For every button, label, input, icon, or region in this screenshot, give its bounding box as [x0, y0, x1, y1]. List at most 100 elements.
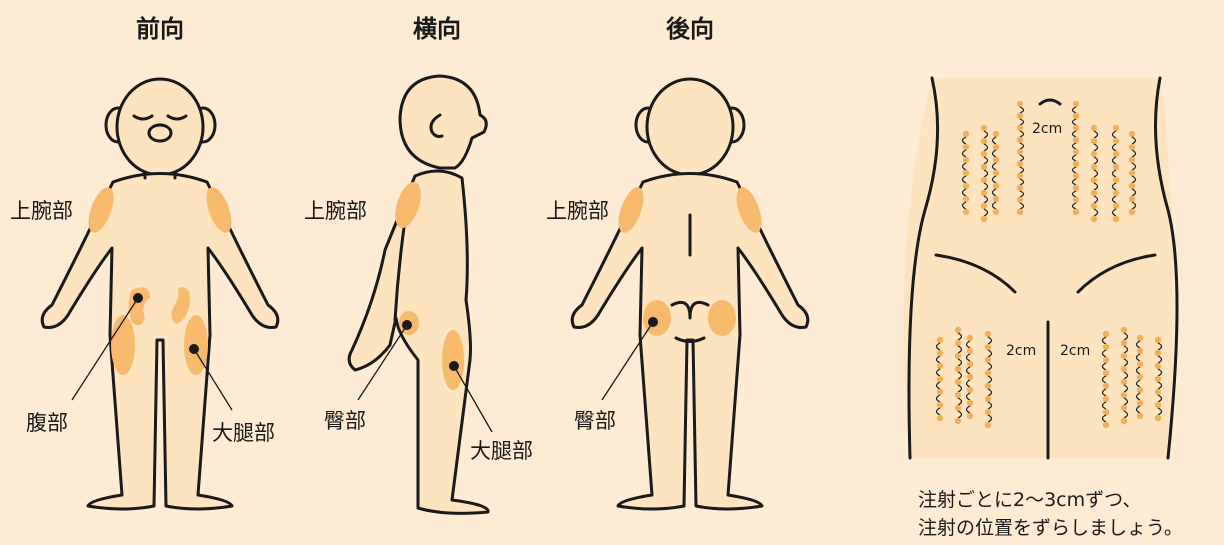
injection-dot [963, 196, 969, 202]
injection-dot [963, 144, 969, 150]
injection-dot [967, 374, 973, 380]
injection-dot [963, 209, 969, 215]
injection-dot [967, 348, 973, 354]
side-buttock-label: 臀部 [324, 409, 366, 433]
injection-dot [1129, 209, 1135, 215]
injection-dot [1113, 138, 1119, 144]
injection-dot [937, 350, 943, 356]
injection-dot [1073, 149, 1079, 155]
injection-dot [1073, 173, 1079, 179]
injection-dot [1121, 366, 1127, 372]
rotation-closeup: 2cm 2cm 2cm [904, 78, 1177, 458]
injection-dot [993, 157, 999, 163]
injection-dot [1103, 422, 1109, 428]
injection-dot [955, 366, 961, 372]
injection-dot [1129, 196, 1135, 202]
injection-dot [1017, 113, 1023, 119]
injection-dot [993, 183, 999, 189]
injection-dot [1091, 190, 1097, 196]
injection-dot [955, 340, 961, 346]
injection-dot [1155, 363, 1161, 369]
injection-dot [1091, 125, 1097, 131]
injection-dot [985, 370, 991, 376]
injection-dot [985, 344, 991, 350]
injection-dot [1103, 344, 1109, 350]
injection-dot [1073, 209, 1079, 215]
injection-dot [1155, 376, 1161, 382]
injection-dot [1121, 340, 1127, 346]
injection-dot [967, 361, 973, 367]
injection-dot [1155, 350, 1161, 356]
injection-dot [1073, 197, 1079, 203]
injection-dot [1137, 400, 1143, 406]
distance-label-right: 2cm [1060, 343, 1090, 359]
back-figure: 上腕部 臀部 [546, 79, 808, 509]
injection-dot [967, 387, 973, 393]
side-upper-arm-label: 上腕部 [304, 199, 367, 223]
injection-dot [1121, 327, 1127, 333]
injection-dot [1017, 149, 1023, 155]
injection-dot [1017, 101, 1023, 107]
injection-dot [1103, 409, 1109, 415]
injection-dot [993, 209, 999, 215]
injection-dot [1137, 374, 1143, 380]
injection-dot [1091, 164, 1097, 170]
injection-dot [981, 216, 987, 222]
injection-dot [1113, 125, 1119, 131]
injection-dot [955, 327, 961, 333]
injection-dot [1137, 335, 1143, 341]
injection-dot [1103, 370, 1109, 376]
back-upper-arm-label: 上腕部 [546, 199, 609, 223]
injection-dot [1121, 405, 1127, 411]
front-thigh-label: 大腿部 [212, 421, 275, 445]
side-thigh-label: 大腿部 [470, 439, 533, 463]
injection-dot [1155, 337, 1161, 343]
injection-dot [1017, 161, 1023, 167]
front-figure: 上腕部 腹部 大腿部 [10, 79, 278, 509]
injection-dot [1091, 216, 1097, 222]
injection-dot [981, 164, 987, 170]
injection-dot [1129, 131, 1135, 137]
distance-label-left: 2cm [1006, 343, 1036, 359]
injection-dot [1137, 361, 1143, 367]
injection-dot [1103, 383, 1109, 389]
distance-label-top: 2cm [1032, 121, 1062, 137]
injection-dot [1113, 216, 1119, 222]
injection-dot [1155, 415, 1161, 421]
injection-dot [937, 376, 943, 382]
injection-dot [1091, 151, 1097, 157]
injection-dot [1129, 157, 1135, 163]
injection-dot [1137, 413, 1143, 419]
injection-dot [1017, 185, 1023, 191]
injection-dot [1129, 170, 1135, 176]
injection-dot [1155, 389, 1161, 395]
injection-dot [993, 196, 999, 202]
injection-dot [1017, 197, 1023, 203]
injection-dot [963, 183, 969, 189]
injection-dot [1017, 125, 1023, 131]
injection-dot [1073, 113, 1079, 119]
injection-dot [955, 353, 961, 359]
injection-dot [1103, 357, 1109, 363]
injection-dot [985, 396, 991, 402]
injection-dot [1113, 177, 1119, 183]
injection-dot [1073, 161, 1079, 167]
injection-dot [1121, 379, 1127, 385]
injection-dot [937, 337, 943, 343]
injection-dot [1129, 144, 1135, 150]
injection-dot [1073, 185, 1079, 191]
injection-dot [955, 405, 961, 411]
injection-dot [1017, 137, 1023, 143]
injection-dot [1091, 203, 1097, 209]
side-view-title: 横向 [413, 15, 461, 43]
injection-dot [981, 151, 987, 157]
rotation-note-line1: 注射ごとに2〜3cmずつ、 [918, 489, 1141, 511]
injection-dot [963, 131, 969, 137]
injection-dot [1121, 418, 1127, 424]
injection-dot [1103, 331, 1109, 337]
injection-dot [1155, 402, 1161, 408]
rotation-note-line2: 注射の位置をずらしましょう。 [918, 517, 1183, 539]
injection-dot [1137, 387, 1143, 393]
injection-dot [1091, 138, 1097, 144]
injection-dot [1091, 177, 1097, 183]
